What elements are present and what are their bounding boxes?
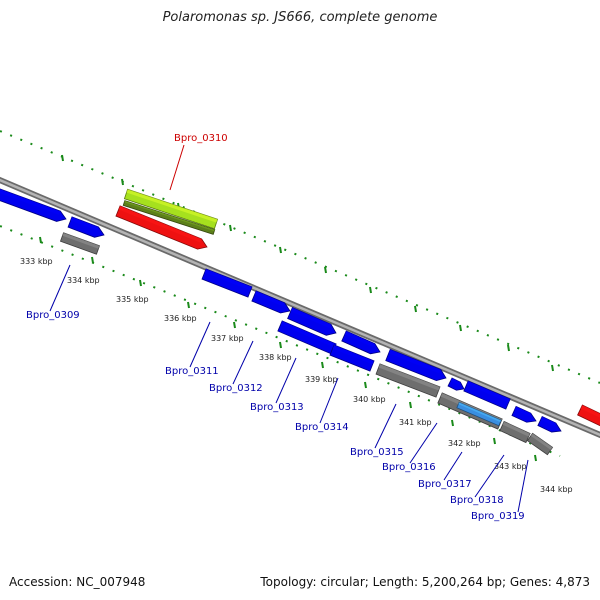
tick-label: 343 kbp — [494, 462, 527, 471]
tick-label: 337 kbp — [211, 334, 244, 343]
tick-label: 334 kbp — [67, 276, 100, 285]
gene-bar — [123, 188, 219, 230]
grid-major-inner — [187, 301, 190, 309]
gene-bar — [499, 420, 531, 444]
label-layer: Bpro_0309 Bpro_0310Bpro_0311Bpro_0312Bpro… — [26, 133, 529, 522]
gene-bar — [329, 344, 375, 372]
feature-layer — [0, 188, 600, 456]
grid-major-outer — [324, 266, 327, 274]
grid-major-outer — [229, 224, 232, 232]
gene-bar — [375, 363, 441, 398]
gene-leader-line — [374, 403, 397, 449]
grid-major-outer — [414, 305, 417, 313]
gene-bar — [59, 232, 101, 255]
grid-major-outer — [551, 364, 554, 372]
gene-leader-line — [49, 264, 71, 312]
gene-label[interactable]: Bpro_0313 — [250, 402, 304, 413]
grid-major-inner — [139, 279, 142, 287]
tick-label: 344 kbp — [540, 485, 573, 494]
grid-major-inner — [493, 437, 496, 445]
tick-label: 333 kbp — [20, 257, 53, 266]
gene-bar — [537, 415, 562, 433]
grid-major-inner — [39, 236, 42, 244]
grid-circle-inner — [0, 225, 561, 457]
grid-major-inner — [279, 341, 282, 349]
gene-bar — [251, 290, 291, 314]
gene-label[interactable]: Bpro_0318 — [450, 495, 504, 506]
tick-label: 338 kbp — [259, 353, 292, 362]
tick-layer: 333 kbp 334 kbp 335 kbp 336 kbp 337 kbp 338 k… — [20, 257, 573, 494]
gene-bar — [115, 205, 208, 250]
gene-bar — [201, 268, 253, 298]
grid-major-outer — [507, 344, 510, 352]
gene-leader-line — [189, 321, 211, 368]
gene-leader-line — [232, 340, 254, 385]
map-title: Polaromonas sp. JS666, complete genome — [162, 10, 438, 25]
grid-major-inner — [364, 381, 367, 389]
gene-bar — [385, 348, 447, 382]
backbone-layer — [0, 176, 600, 439]
gene-label[interactable]: Bpro_0315 — [350, 447, 404, 458]
gene-leader-line — [319, 377, 339, 424]
tick-label: 336 kbp — [164, 314, 197, 323]
grid-major-outer — [279, 246, 282, 254]
grid-major-inner — [91, 256, 94, 264]
gene-bar — [277, 320, 337, 355]
tick-label: 340 kbp — [353, 395, 386, 404]
gene-bar — [463, 380, 511, 410]
grid-major-inner — [409, 401, 412, 409]
gene-bar — [456, 401, 502, 427]
gene-label[interactable]: Bpro_0310 — [174, 133, 228, 144]
gene-label[interactable]: Bpro_0314 — [295, 422, 349, 433]
gene-bar — [287, 306, 337, 336]
gene-bar — [511, 405, 537, 423]
grid-major-outer — [369, 286, 372, 294]
grid-major-inner — [321, 361, 324, 369]
tick-label: 342 kbp — [448, 439, 481, 448]
grid-major-inner — [534, 454, 537, 462]
gene-bar — [447, 377, 465, 391]
gene-bar — [341, 330, 381, 355]
gene-leader-line — [443, 451, 463, 481]
gene-label[interactable]: Bpro_0311 — [165, 366, 219, 377]
tick-label: 341 kbp — [399, 418, 432, 427]
grid-major-outer — [121, 178, 124, 186]
gene-label[interactable]: Bpro_0316 — [382, 462, 436, 473]
gene-leader-line — [275, 357, 297, 404]
gene-leader-line — [474, 454, 505, 498]
tick-label: 339 kbp — [305, 375, 338, 384]
grid-major-inner — [451, 419, 454, 427]
gene-leader-line — [517, 459, 529, 513]
grid-major-inner — [233, 321, 236, 329]
gene-label[interactable]: Bpro_0312 — [209, 383, 263, 394]
gene-bar — [122, 200, 216, 235]
gene-bar — [0, 188, 67, 222]
grid-circle-outer — [0, 130, 600, 384]
gene-bar — [526, 432, 554, 456]
gene-label[interactable]: Bpro_0309 — [26, 310, 80, 321]
tick-label: 335 kbp — [116, 295, 149, 304]
gene-bar — [577, 404, 600, 427]
gene-leader-line — [409, 422, 438, 464]
accession-text: Accession: NC_007948 — [9, 575, 146, 589]
backbone-line — [0, 178, 600, 437]
grid-major-outer — [459, 324, 462, 332]
gene-bar — [67, 216, 105, 238]
gene-leader-line — [169, 144, 185, 191]
gene-label[interactable]: Bpro_0317 — [418, 479, 472, 490]
genome-summary-text: Topology: circular; Length: 5,200,264 bp… — [260, 575, 590, 589]
grid-major-outer — [61, 154, 64, 162]
gene-label[interactable]: Bpro_0319 — [471, 511, 525, 522]
grid-layer — [0, 130, 600, 462]
